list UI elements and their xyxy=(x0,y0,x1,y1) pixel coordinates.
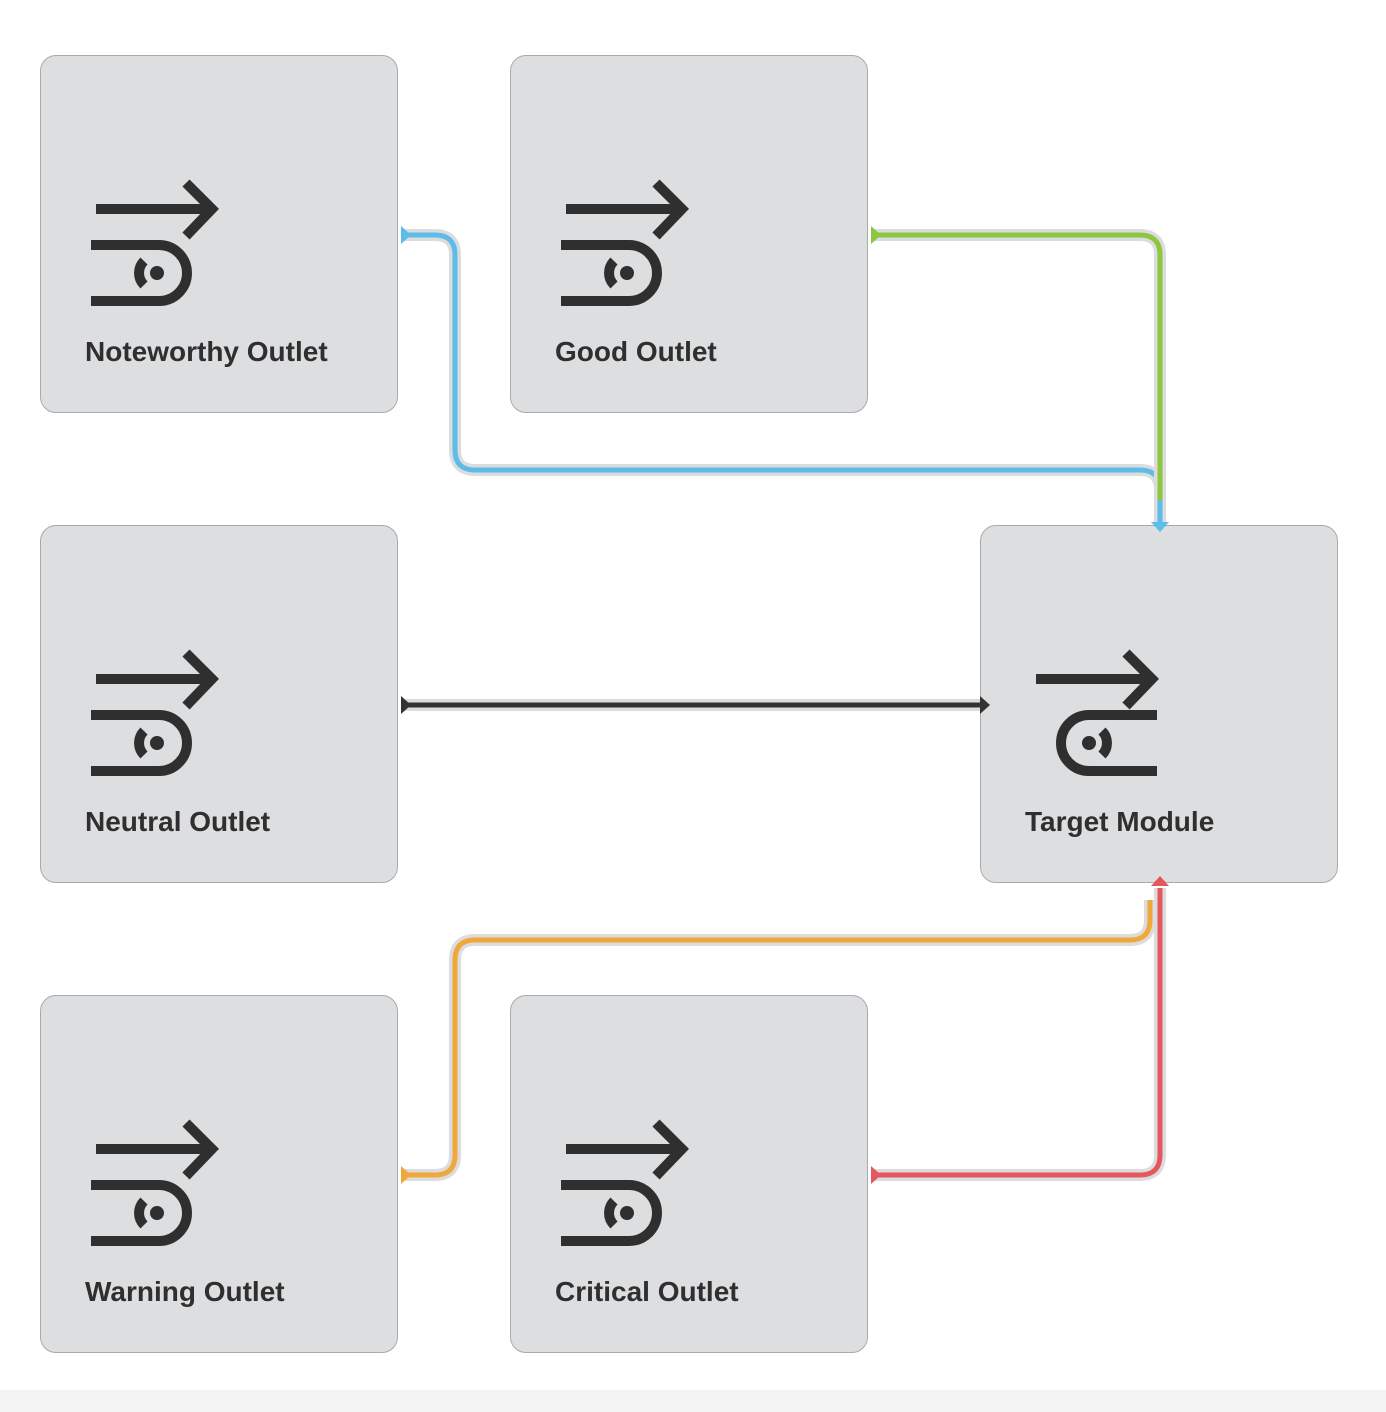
outlet-icon xyxy=(91,179,220,306)
edge-source-marker xyxy=(871,1166,881,1184)
node-label: Noteworthy Outlet xyxy=(85,336,328,367)
module-icon xyxy=(1036,649,1160,776)
edge-source-marker xyxy=(401,226,411,244)
node-critical-outlet[interactable]: Critical Outlet xyxy=(510,995,868,1353)
edge-halo xyxy=(873,888,1166,1181)
node-noteworthy-outlet[interactable]: Noteworthy Outlet xyxy=(40,55,398,413)
edge-source-marker xyxy=(401,1166,411,1184)
footer-strip xyxy=(0,1390,1386,1412)
outlet-icon xyxy=(91,1119,220,1246)
node-label: Target Module xyxy=(1025,806,1215,837)
edge-source-marker xyxy=(401,696,411,714)
node-label: Warning Outlet xyxy=(85,1276,285,1307)
edge-halo xyxy=(873,229,1166,500)
node-warning-outlet[interactable]: Warning Outlet xyxy=(40,995,398,1353)
outlet-icon xyxy=(91,649,220,776)
node-neutral-outlet[interactable]: Neutral Outlet xyxy=(40,525,398,883)
edge-critical-to-target[interactable] xyxy=(873,888,1163,1178)
node-target-module[interactable]: Target Module xyxy=(980,525,1338,883)
edge-source-marker xyxy=(871,226,881,244)
node-label: Good Outlet xyxy=(555,336,717,367)
node-good-outlet[interactable]: Good Outlet xyxy=(510,55,868,413)
node-label: Neutral Outlet xyxy=(85,806,271,837)
edge-good-to-target[interactable] xyxy=(873,232,1163,500)
node-label: Critical Outlet xyxy=(555,1276,739,1307)
